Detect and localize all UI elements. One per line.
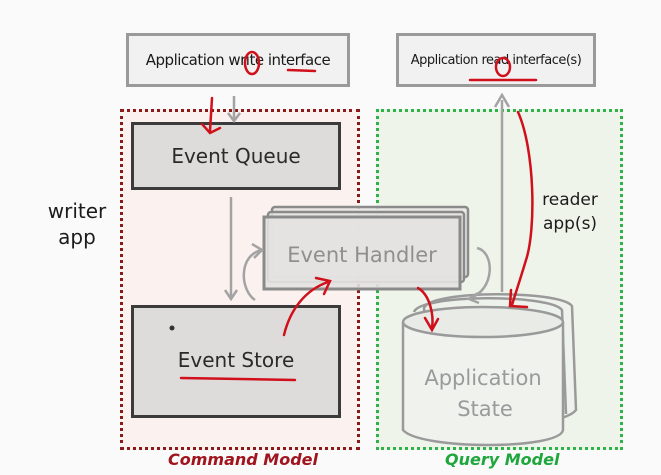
event-handler-stack: Event Handler bbox=[262, 205, 470, 291]
application-state-db: Application State bbox=[401, 293, 578, 447]
event-store-dot bbox=[169, 325, 175, 331]
write-to-queue-red-arrow bbox=[208, 96, 214, 133]
application-state-line2: State bbox=[457, 397, 513, 421]
event-queue-box: Event Queue bbox=[131, 122, 341, 190]
handler-to-state-red-arrow bbox=[416, 286, 434, 330]
reader-app-red-arrow bbox=[510, 110, 534, 307]
write-circle-annotation bbox=[243, 50, 261, 76]
event-queue-label: Event Queue bbox=[171, 144, 301, 168]
write-interface-box: Application write interface bbox=[126, 33, 350, 87]
queue-to-store-arrowhead bbox=[223, 289, 239, 302]
event-store-underline bbox=[179, 376, 297, 382]
red-annotations bbox=[179, 50, 538, 382]
write-to-queue-arrowhead bbox=[227, 112, 241, 124]
writer-app-label: writer app bbox=[47, 199, 107, 249]
store-to-handler-red-arrow bbox=[282, 280, 330, 337]
grey-flow-arrows bbox=[223, 92, 511, 305]
read-interface-box: Application read interface(s) bbox=[396, 33, 596, 87]
application-state-line1: Application bbox=[424, 366, 541, 390]
read-interface-label: Application read interface(s) bbox=[410, 52, 582, 68]
event-handler-label: Event Handler bbox=[287, 243, 437, 267]
state-to-read-arrowhead bbox=[493, 92, 511, 108]
read-circle-annotation bbox=[494, 56, 512, 78]
query-model-label: Query Model bbox=[445, 450, 560, 469]
interface-underline-annotation bbox=[286, 68, 317, 73]
store-to-handler-arrow bbox=[242, 248, 263, 302]
reader-apps-label: reader app(s) bbox=[542, 190, 598, 234]
event-store-box: Event Store bbox=[131, 305, 341, 418]
command-model-label: Command Model bbox=[168, 450, 318, 469]
event-store-label: Event Store bbox=[177, 347, 295, 372]
write-interface-label: Application write interface bbox=[145, 51, 331, 69]
handler-to-state-arrow bbox=[469, 246, 491, 300]
